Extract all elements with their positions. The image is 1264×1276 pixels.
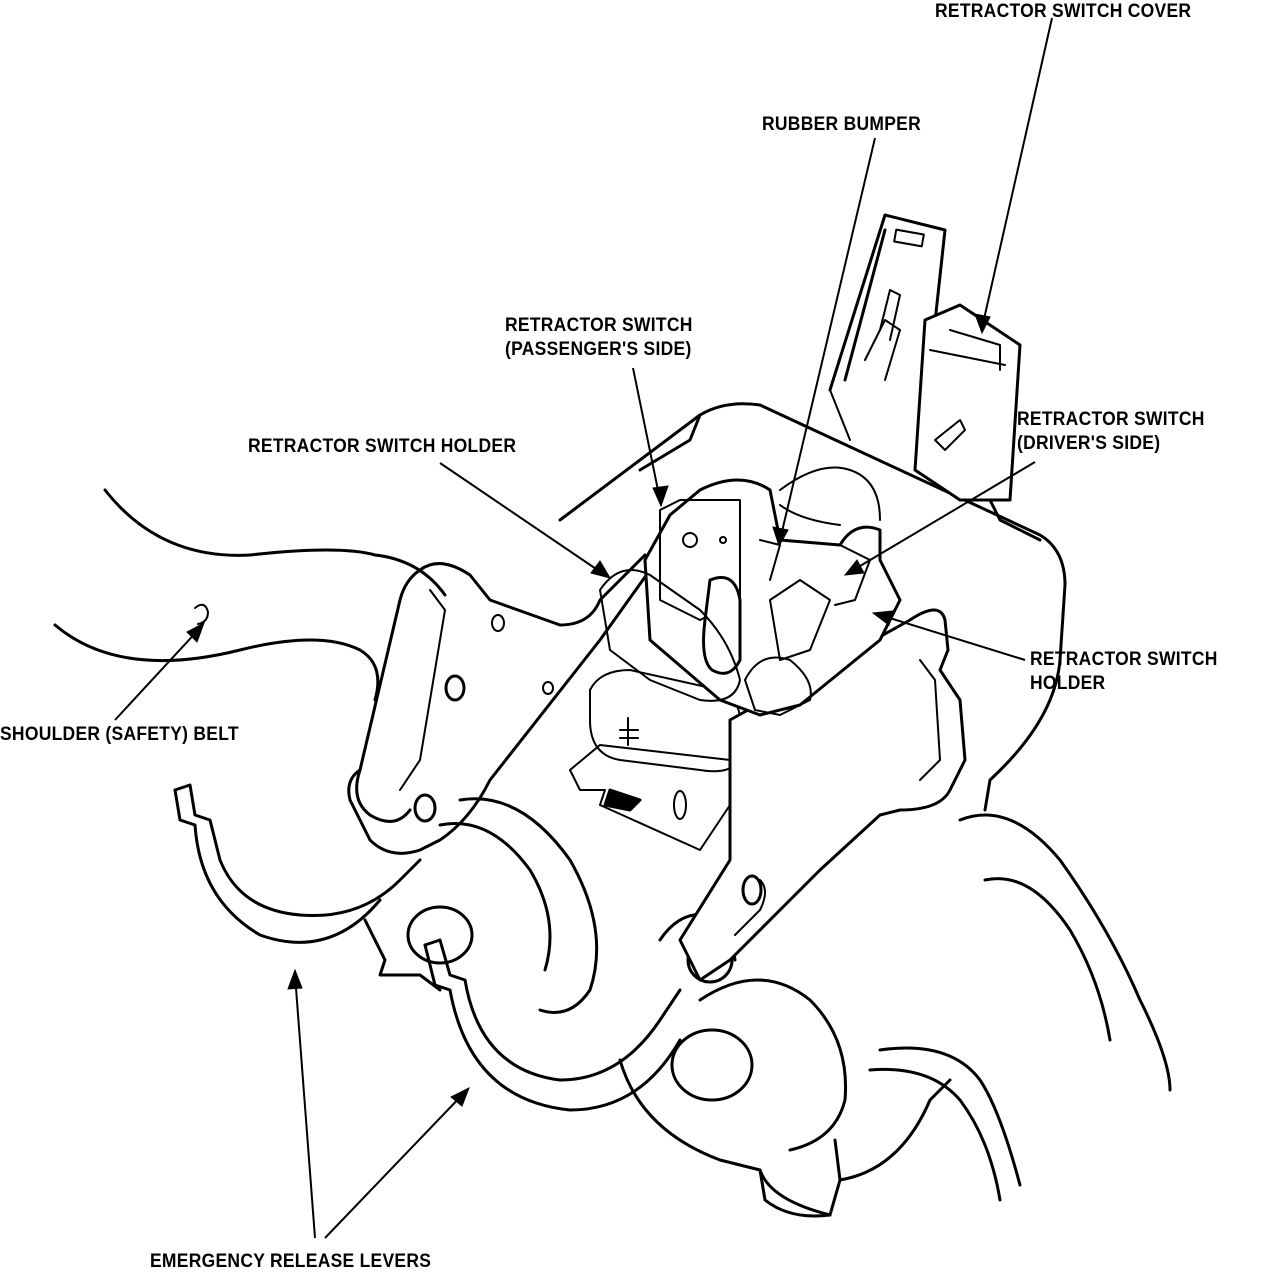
label-text: HOLDER	[1030, 673, 1106, 694]
emergency-release-lever-left	[173, 783, 422, 944]
label-retractor-switch-cover: RETRACTOR SWITCH COVER	[935, 0, 1191, 24]
leader-rubber-bumper	[779, 137, 876, 541]
leader-release-lever-right	[324, 1091, 466, 1239]
label-shoulder-safety-belt: SHOULDER (SAFETY) BELT	[0, 723, 239, 747]
shoulder-belt-strap	[53, 488, 447, 702]
leader-switch-driver	[849, 461, 1036, 573]
label-emergency-release-levers: EMERGENCY RELEASE LEVERS	[150, 1250, 431, 1274]
label-rubber-bumper: RUBBER BUMPER	[762, 113, 921, 137]
label-text: RETRACTOR SWITCH	[1017, 409, 1205, 430]
label-retractor-switch-driver: RETRACTOR SWITCH (DRIVER'S SIDE)	[1017, 408, 1205, 456]
label-text: (DRIVER'S SIDE)	[1017, 433, 1161, 454]
leader-switch-cover	[981, 17, 1053, 329]
leader-lines	[114, 17, 1053, 1239]
right-bracket-plate	[678, 608, 967, 982]
label-retractor-switch-passenger: RETRACTOR SWITCH (PASSENGER'S SIDE)	[505, 314, 693, 362]
right-belt-strap	[868, 1046, 1022, 1202]
label-text: EMERGENCY RELEASE LEVERS	[150, 1251, 432, 1272]
label-retractor-switch-holder-right: RETRACTOR SWITCH HOLDER	[1030, 648, 1218, 696]
leader-holder-left	[439, 462, 606, 576]
leader-holder-right	[879, 614, 1026, 661]
label-text: SHOULDER (SAFETY) BELT	[0, 724, 239, 745]
label-text: (PASSENGER'S SIDE)	[505, 339, 692, 360]
retractor-housing	[558, 402, 1172, 1218]
label-retractor-switch-holder-left: RETRACTOR SWITCH HOLDER	[248, 435, 516, 459]
label-text: RUBBER BUMPER	[762, 114, 921, 135]
switch-cover-assembly	[828, 213, 1022, 502]
emergency-release-lever-right	[423, 938, 682, 1112]
leader-release-lever-left	[294, 974, 316, 1239]
label-text: RETRACTOR SWITCH COVER	[935, 1, 1192, 22]
label-text: RETRACTOR SWITCH HOLDER	[248, 436, 517, 457]
label-text: RETRACTOR SWITCH	[505, 315, 693, 336]
leader-shoulder-belt	[114, 627, 201, 721]
left-bracket-plate	[347, 553, 652, 855]
front-spool	[363, 797, 599, 1014]
leader-switch-passenger	[632, 367, 661, 501]
label-text: RETRACTOR SWITCH	[1030, 649, 1218, 670]
